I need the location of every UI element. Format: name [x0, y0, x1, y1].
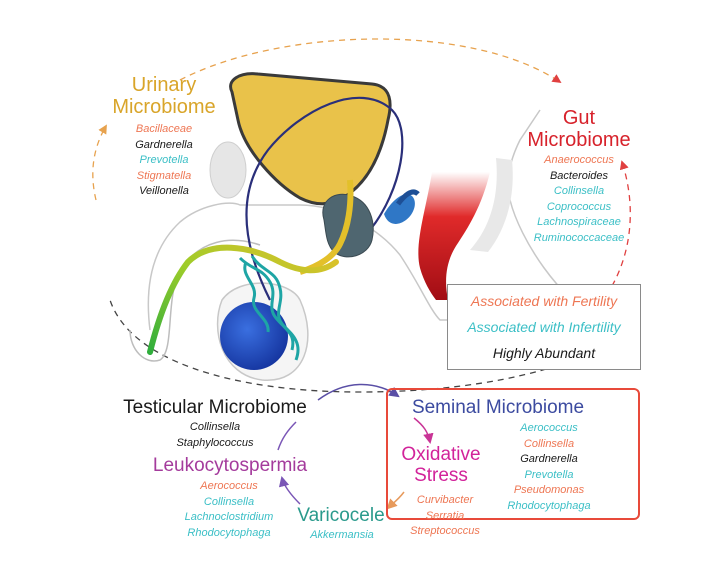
taxon-label: Collinsella [203, 495, 255, 508]
taxon-label: Curvibacter [416, 494, 474, 506]
taxon-label: Pseudomonas [513, 484, 585, 497]
urinary-dashed-arrow [92, 124, 107, 201]
testis [220, 302, 288, 370]
taxon-label: Aerococcus [200, 480, 258, 492]
gut-title: Gut Microbiome [527, 107, 631, 151]
bladder-neck [299, 179, 354, 275]
taxon-label: Collinsella [523, 437, 575, 450]
taxon-label: Streptococcus [410, 525, 480, 538]
bladder [229, 72, 392, 206]
taxon-label: Gardnerella [135, 138, 193, 151]
colon-outline [470, 158, 513, 252]
taxon-label: Bacteroides [549, 169, 609, 182]
taxon-label: Gardnerella [520, 453, 578, 466]
taxon-label: Rhodocytophaga [507, 500, 591, 513]
arrow-leuko-to-testicular [277, 421, 297, 451]
taxon-label: Ruminococcaceae [533, 232, 625, 245]
gut-dashed-arrow [611, 160, 631, 287]
taxon-label: Bacillaceae [135, 123, 193, 135]
legend-infertility: Associated with Infertility [467, 319, 621, 335]
pelvic-bone [209, 141, 247, 199]
testicular-title: Testicular Microbiome [123, 397, 307, 418]
taxon-label: Coprococcus [546, 200, 612, 213]
legend-abundant: Highly Abundant [492, 345, 596, 361]
seminal-vesicle [384, 194, 415, 224]
leukocytospermia-title: Leukocytospermia [152, 455, 308, 476]
top-dashed-arrow [179, 38, 562, 84]
pubic-outline [129, 239, 261, 362]
taxon-label: Aerococcus [520, 422, 578, 434]
taxon-label: Akkermansia [310, 529, 374, 541]
urethra [147, 244, 339, 355]
varicocele-title: Varicocele [297, 505, 385, 526]
body-outline [147, 109, 601, 331]
seminal-highlight-box [386, 388, 640, 520]
taxon-label: Prevotella [139, 154, 189, 167]
legend-fertility: Associated with Fertility [470, 293, 618, 309]
taxon-label: Lachnoclostridium [184, 511, 274, 524]
arrow-oxidative-to-varicocele [386, 491, 405, 510]
taxon-label: Collinsella [553, 185, 605, 198]
taxon-label: Staphylococcus [176, 436, 254, 449]
pampiniform-plexus [238, 255, 300, 361]
taxon-label: Rhodocytophaga [187, 526, 271, 539]
taxon-label: Anaerococcus [544, 154, 614, 166]
vas-deferens [245, 96, 404, 301]
oxidative-title: Oxidative Stress [401, 444, 481, 486]
taxon-label: Collinsella [189, 421, 241, 433]
taxon-label: Serratia [425, 509, 465, 522]
varicocele-taxa: Akkermansia [290, 528, 394, 544]
arrow-varicocele-to-leuko [278, 475, 301, 505]
rectum [418, 172, 490, 300]
seminal-title: Seminal Microbiome [411, 397, 585, 418]
urinary-title: Urinary Microbiome [112, 74, 216, 118]
taxon-label: Prevotella [524, 468, 574, 481]
taxon-label: Veillonella [139, 185, 189, 198]
arrow-seminal-to-oxidative [413, 417, 434, 445]
legend-box: Associated with Fertility Associated wit… [447, 284, 641, 370]
dashed-outline-lower [109, 299, 641, 393]
taxon-label: Lachnospiraceae [537, 216, 621, 229]
taxon-label: Stigmatella [136, 169, 192, 182]
